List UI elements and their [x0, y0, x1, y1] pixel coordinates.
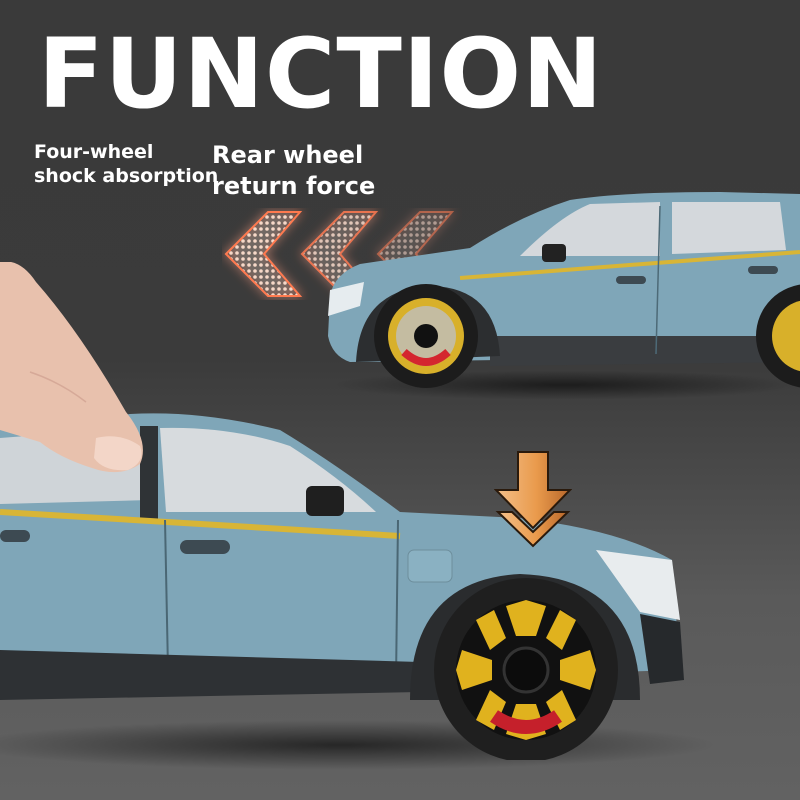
feature-label-line: return force	[212, 172, 376, 200]
feature-label-line: Four-wheel	[34, 141, 154, 163]
top-car-illustration	[328, 192, 800, 388]
feature-label-line: shock absorption	[34, 165, 219, 187]
car-shadow	[0, 720, 720, 770]
page-title: FUNCTION	[38, 18, 604, 130]
feature-label-line: Rear wheel	[212, 141, 364, 169]
hand-pressing-illustration	[0, 262, 143, 473]
feature-label-return-force: Rear wheel return force	[212, 140, 375, 202]
feature-label-shock-absorption: Four-wheel shock absorption	[34, 140, 218, 188]
chevron-left-arrows-icon	[224, 211, 455, 297]
double-chevron-down-icon	[494, 451, 572, 548]
bottom-car-illustration	[0, 413, 684, 760]
